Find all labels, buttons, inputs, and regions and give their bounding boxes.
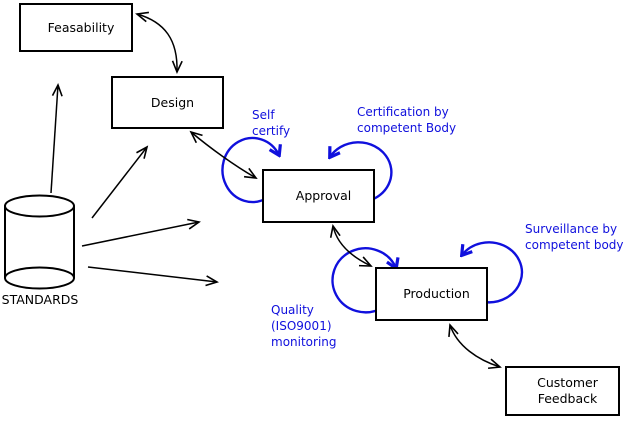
arrow-standards-design bbox=[91, 145, 149, 219]
node-design-label: Design bbox=[150, 94, 195, 110]
node-production: Production bbox=[375, 267, 488, 321]
standards-cylinder-icon bbox=[4, 194, 75, 290]
node-customer-feedback-label: Customer Feedback bbox=[537, 375, 598, 406]
self-loop-quality-monitoring bbox=[331, 247, 396, 314]
arrow-design-approval bbox=[189, 130, 258, 179]
node-design: Design bbox=[111, 76, 224, 129]
arrow-standards-approval bbox=[81, 218, 201, 247]
node-approval-label: Approval bbox=[295, 188, 352, 203]
annotation-quality-iso9001-monitoring: Quality (ISO9001) monitoring bbox=[271, 303, 337, 349]
arrow-production-customer-feedback bbox=[448, 323, 502, 370]
annotation-self-certify: Self certify bbox=[252, 108, 291, 138]
arrow-standards-production bbox=[87, 266, 219, 287]
node-approval: Approval bbox=[262, 169, 375, 223]
self-loop-surveillance bbox=[462, 241, 524, 304]
annotation-certification-by-competent-body: Certification by competent Body bbox=[357, 105, 457, 135]
node-feasability-label: Feasability bbox=[47, 19, 115, 35]
arrow-standards-feasability bbox=[50, 83, 63, 194]
annotation-surveillance-by-competent-body: Surveillance by competent body bbox=[525, 222, 624, 252]
arrow-approval-production bbox=[329, 224, 373, 267]
arrow-feasability-design bbox=[135, 11, 183, 74]
node-feasability: Feasability bbox=[19, 3, 133, 52]
standards-label: STANDARDS bbox=[1, 292, 79, 307]
self-loop-certification bbox=[330, 141, 393, 204]
node-production-label: Production bbox=[403, 286, 470, 301]
node-customer-feedback: Customer Feedback bbox=[505, 366, 620, 416]
